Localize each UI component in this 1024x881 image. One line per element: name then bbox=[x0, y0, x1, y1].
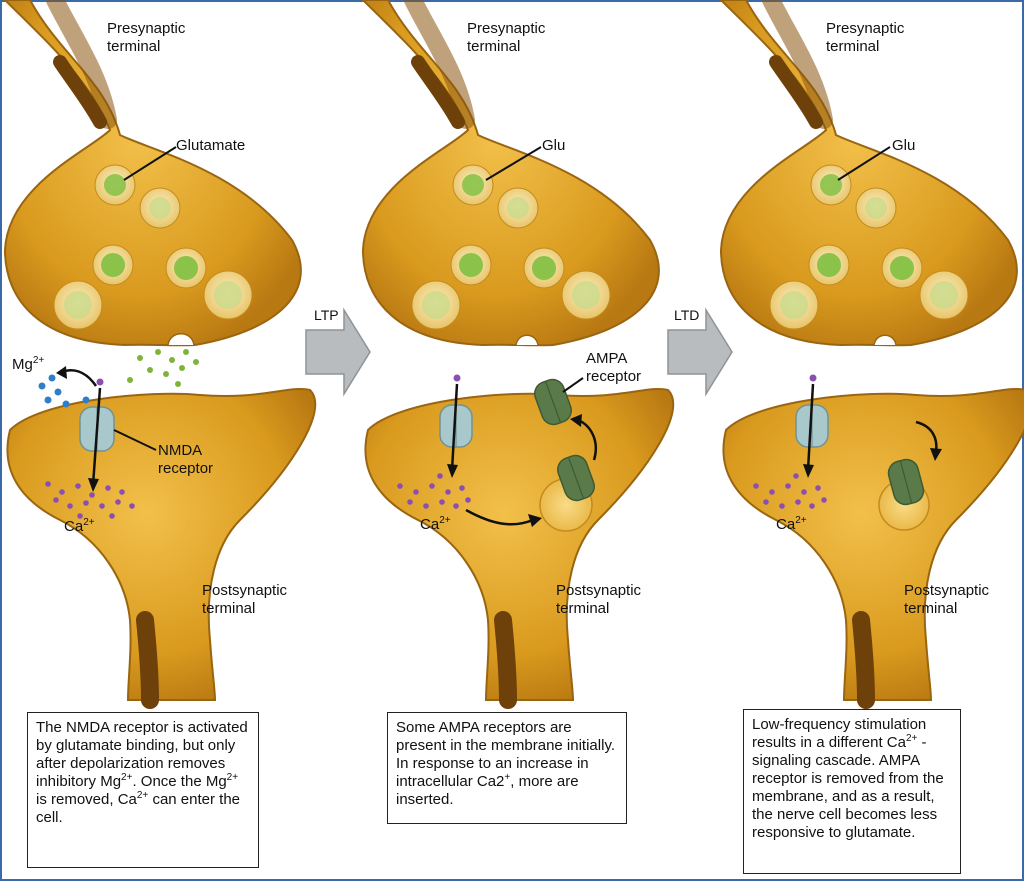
presynaptic-label-1: Presynaptic terminal bbox=[107, 20, 186, 55]
ampa-receptor-vesicle bbox=[557, 454, 595, 502]
caption-segment: -signaling cascade. AMPA receptor is rem… bbox=[752, 734, 944, 841]
panel-2 bbox=[363, 0, 673, 700]
caption-superscript: 2+ bbox=[226, 772, 239, 783]
presynaptic-label-3: Presynaptic terminal bbox=[826, 20, 905, 55]
panel-1 bbox=[5, 0, 315, 700]
caption-box-3: Low-frequency stimulation results in a d… bbox=[743, 709, 961, 874]
ca-ions-2 bbox=[397, 473, 471, 509]
mg-label: Mg2+ bbox=[12, 355, 45, 374]
caption-text-3: Low-frequency stimulation results in a d… bbox=[752, 716, 944, 841]
caption-text-2: Some AMPA receptors are present in the m… bbox=[396, 719, 615, 808]
postsynaptic-terminal-3 bbox=[723, 389, 1024, 700]
ca-ions-1 bbox=[45, 481, 135, 519]
caption-superscript: 2+ bbox=[136, 790, 149, 801]
postsynaptic-label-3: Postsynaptic terminal bbox=[904, 582, 990, 617]
caption-segment: Some AMPA receptors are present in the m… bbox=[396, 719, 615, 790]
postsynaptic-label-1: Postsynaptic terminal bbox=[202, 582, 288, 617]
ca-ions-3 bbox=[753, 473, 827, 509]
caption-text-1: The NMDA receptor is activated by glutam… bbox=[36, 719, 248, 826]
postsynaptic-terminal-1 bbox=[7, 389, 315, 700]
caption-box-1: The NMDA receptor is activated by glutam… bbox=[27, 712, 259, 868]
glutamate-label: Glutamate bbox=[176, 137, 246, 154]
vesicles-1 bbox=[53, 164, 253, 330]
caption-segment: The NMDA receptor is activated by glutam… bbox=[36, 719, 248, 790]
vesicles-3 bbox=[769, 164, 969, 330]
ampa-receptor-label: AMPA receptor bbox=[586, 350, 642, 385]
postsynaptic-label-2: Postsynaptic terminal bbox=[556, 582, 642, 617]
caption-box-2: Some AMPA receptors are present in the m… bbox=[387, 712, 627, 824]
caption-segment: is removed, Ca bbox=[36, 791, 137, 808]
ltd-label: LTD bbox=[674, 307, 700, 323]
released-glutamate-1 bbox=[127, 349, 199, 387]
vesicles-2 bbox=[411, 164, 611, 330]
glu-label-3: Glu bbox=[892, 137, 916, 154]
ca-label-3: Ca2+ bbox=[776, 515, 807, 534]
presynaptic-label-2: Presynaptic terminal bbox=[467, 20, 546, 55]
ca-label-2: Ca2+ bbox=[420, 515, 451, 534]
caption-superscript: 2+ bbox=[121, 772, 133, 783]
ltp-arrow bbox=[305, 307, 371, 397]
caption-segment: . Once the Mg bbox=[132, 773, 227, 790]
mg-ions bbox=[38, 374, 90, 408]
ampa-receptor-removed bbox=[887, 458, 925, 506]
caption-segment: can enter the cell. bbox=[36, 791, 241, 826]
glu-label-2: Glu bbox=[542, 137, 566, 154]
ampa-receptor-inserted bbox=[534, 378, 572, 426]
nmda-receptor-label: NMDA receptor bbox=[158, 442, 214, 477]
ca-label-1: Ca2+ bbox=[64, 517, 95, 536]
caption-superscript: 2+ bbox=[905, 733, 918, 744]
caption-superscript: + bbox=[504, 772, 511, 783]
ltd-arrow bbox=[667, 307, 733, 397]
ltp-label: LTP bbox=[314, 307, 339, 323]
caption-segment: Low-frequency stimulation results in a d… bbox=[752, 716, 927, 751]
postsynaptic-terminal-2 bbox=[365, 389, 673, 700]
panel-3 bbox=[721, 0, 1024, 700]
caption-segment: , more are inserted. bbox=[396, 773, 579, 808]
